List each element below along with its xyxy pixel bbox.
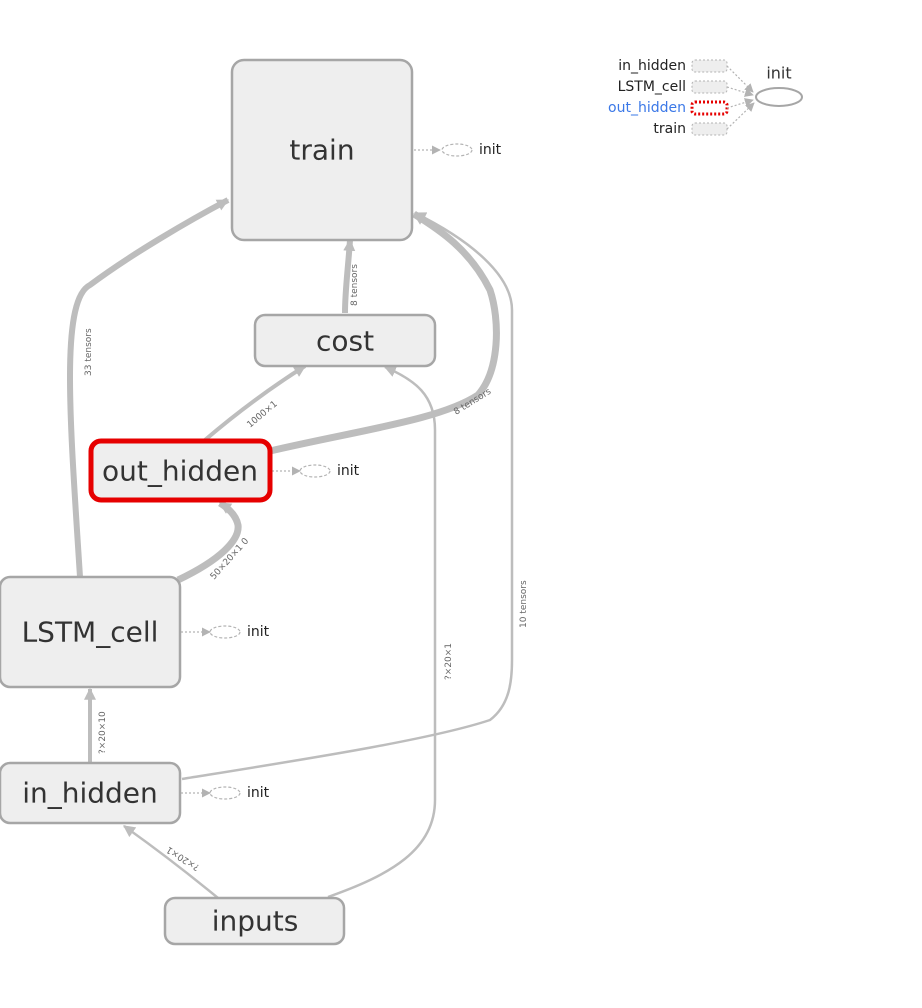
node-cost[interactable]: cost <box>253 313 437 368</box>
edge-label-inputs-to-in-hidden: ?×20×1 <box>165 844 202 872</box>
edge-lstm-to-train[interactable] <box>67 197 230 578</box>
node-out-hidden[interactable]: out_hidden <box>88 438 273 503</box>
minimap-box-in-hidden <box>691 59 728 73</box>
init-node-ellipse <box>755 87 803 107</box>
edge-inputs-to-in-hidden[interactable] <box>123 824 219 899</box>
edge-inputs-to-cost[interactable] <box>327 365 437 899</box>
node-label-inputs: inputs <box>212 905 299 938</box>
minimap-item-in-hidden[interactable]: in_hidden <box>618 58 686 74</box>
minimap-edge-out-hidden <box>726 98 754 109</box>
edge-out-hidden-to-cost[interactable] <box>203 364 307 442</box>
aux-init-label: init <box>247 785 270 801</box>
node-label-lstm-cell: LSTM_cell <box>22 616 159 649</box>
aux-init-train[interactable]: init <box>414 142 502 158</box>
edge-out-hidden-to-train[interactable] <box>269 211 500 455</box>
edge-label-lstm-to-train: 33 tensors <box>84 328 94 376</box>
node-in-hidden[interactable]: in_hidden <box>0 761 182 825</box>
aux-init-in-hidden[interactable]: init <box>181 785 270 801</box>
minimap-item-lstm-cell[interactable]: LSTM_cell <box>618 79 686 95</box>
minimap-item-train[interactable]: train <box>653 121 686 137</box>
node-lstm-cell[interactable]: LSTM_cell <box>0 575 182 689</box>
aux-init-label: init <box>247 624 270 640</box>
minimap-item-out-hidden[interactable]: out_hidden <box>608 100 686 116</box>
minimap-edge-lstm-cell <box>726 86 754 97</box>
aux-init-lstm-cell[interactable]: init <box>181 624 270 640</box>
minimap-box-lstm-cell <box>691 80 728 94</box>
node-inputs[interactable]: inputs <box>163 896 346 946</box>
init-node-panel[interactable]: init in_hidden LSTM_cell out_hidden trai… <box>608 58 803 137</box>
edge-label-cost-to-train: 8 tensors <box>350 264 360 306</box>
minimap-box-train <box>691 122 728 136</box>
edge-label-in-hidden-to-lstm: ?×20×10 <box>98 711 108 754</box>
node-label-cost: cost <box>316 325 374 358</box>
init-node-label: init <box>766 64 791 83</box>
node-label-out-hidden: out_hidden <box>102 455 258 488</box>
edge-label-in-hidden-to-train: 10 tensors <box>519 580 529 628</box>
aux-init-label: init <box>479 142 502 158</box>
minimap-box-out-hidden <box>690 100 729 116</box>
node-label-in-hidden: in_hidden <box>22 777 158 810</box>
aux-init-out-hidden[interactable]: init <box>272 463 360 479</box>
node-train[interactable]: train <box>230 58 414 242</box>
edge-in-hidden-to-train[interactable] <box>181 211 514 781</box>
aux-init-label: init <box>337 463 360 479</box>
edge-label-inputs-to-cost: ?×20×1 <box>444 643 454 680</box>
edge-cost-to-train[interactable] <box>342 238 356 314</box>
edge-lstm-to-out-hidden[interactable] <box>176 500 242 584</box>
node-label-train: train <box>289 134 354 167</box>
